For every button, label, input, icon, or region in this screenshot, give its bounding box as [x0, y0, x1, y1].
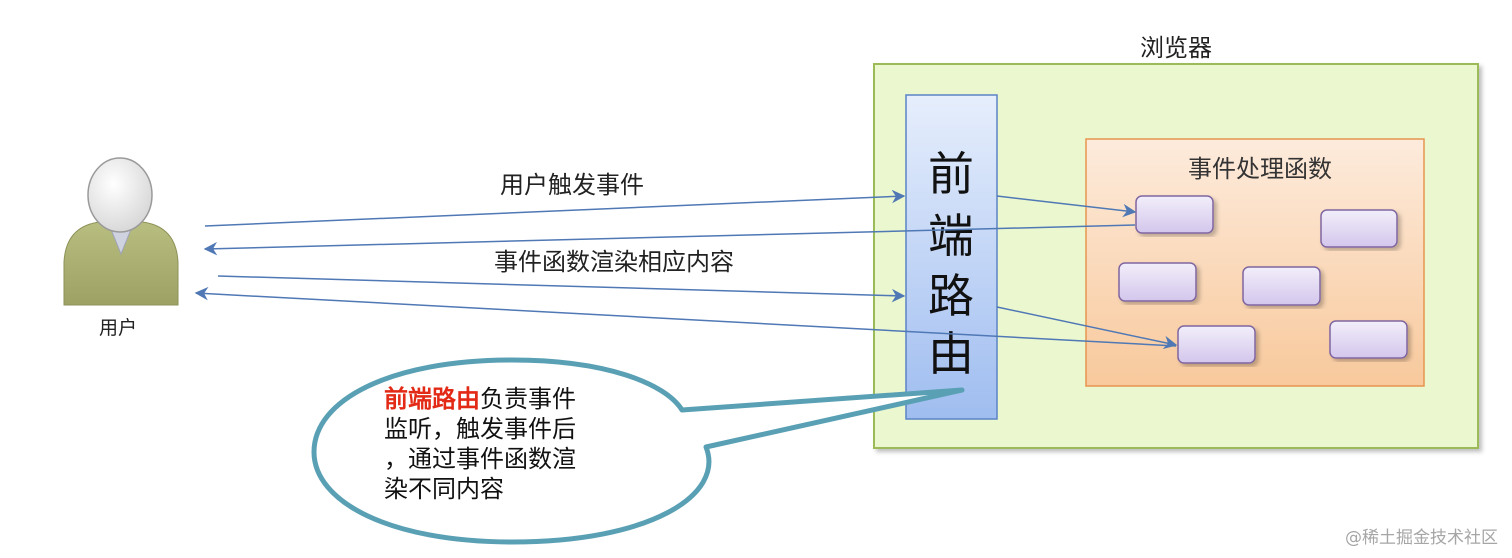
handler-box: [1320, 209, 1398, 248]
router-char: 路: [928, 269, 974, 323]
router-to-handler-arrow: [996, 306, 1178, 350]
handler-box: [1118, 262, 1197, 302]
handler-box: [1242, 266, 1321, 306]
router-char: 前: [928, 147, 974, 201]
handler-box: [1177, 325, 1256, 364]
trigger-label: 用户触发事件: [500, 171, 644, 199]
browser-title: 浏览器: [1140, 34, 1212, 62]
callout-line: 监听，触发事件后: [384, 415, 576, 443]
user-label: 用户: [99, 317, 137, 339]
user-icon: [63, 157, 179, 306]
render-return-arrow: [203, 224, 1136, 256]
handler-box: [1329, 320, 1408, 359]
watermark: @稀土掘金技术社区: [1345, 528, 1498, 548]
user-trigger-arrow: [204, 189, 906, 227]
render-label: 事件函数渲染相应内容: [494, 248, 734, 276]
callout-line: ，通过事件函数渲: [384, 445, 576, 473]
callout-text: 前端路由负责事件 监听，触发事件后 ，通过事件函数渲 染不同内容: [384, 384, 634, 504]
callout-line: 染不同内容: [384, 475, 504, 503]
callout-line: 负责事件: [480, 385, 576, 413]
callout-highlight: 前端路由: [384, 385, 480, 413]
router-to-handler-arrow: [996, 195, 1137, 218]
render-return-arrow: [194, 286, 1177, 347]
handlers-title: 事件处理函数: [1188, 155, 1332, 183]
callout-bubble: [311, 357, 965, 545]
router-char: 端: [928, 209, 974, 263]
user-trigger-arrow: [217, 275, 906, 303]
router-char: 由: [928, 327, 974, 381]
router-box: [905, 94, 998, 420]
handler-box: [1135, 195, 1214, 234]
